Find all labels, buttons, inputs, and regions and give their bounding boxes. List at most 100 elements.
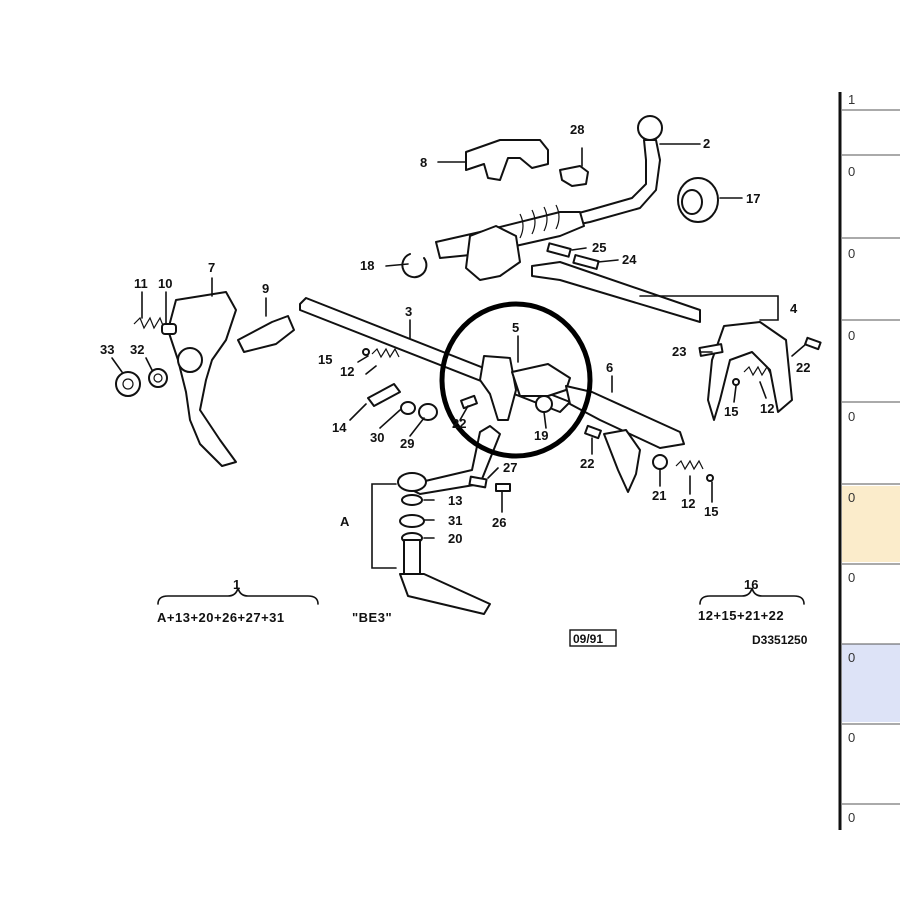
label-part-3: 3 bbox=[405, 304, 412, 319]
label-part-30: 30 bbox=[370, 430, 384, 445]
fork-assembly-left bbox=[115, 291, 295, 467]
kit-16-brace bbox=[699, 587, 805, 605]
pin-part-22c bbox=[804, 336, 822, 351]
rod-part-4 bbox=[531, 261, 701, 323]
shaft-part-A bbox=[403, 539, 421, 575]
label-part-12b: 12 bbox=[681, 496, 695, 511]
nut-part-33 bbox=[115, 371, 141, 397]
lever-base-block bbox=[465, 225, 521, 281]
label-part-8: 8 bbox=[420, 155, 427, 170]
pin-part-27 bbox=[468, 475, 488, 489]
side-table-panel: 1 0 0 0 0 0 0 0 0 0 bbox=[838, 92, 900, 830]
panel-highlight-yellow bbox=[842, 486, 900, 562]
label-part-19: 19 bbox=[534, 428, 548, 443]
spring-part-12 bbox=[371, 347, 400, 359]
panel-row-glyph: 0 bbox=[848, 810, 855, 825]
label-part-22a: 22 bbox=[452, 416, 466, 431]
panel-row-glyph: 0 bbox=[848, 328, 855, 343]
panel-row-glyph: 0 bbox=[848, 246, 855, 261]
label-part-15c: 15 bbox=[724, 404, 738, 419]
spring-part-11 bbox=[133, 316, 165, 330]
lever-arm-part-A bbox=[399, 573, 491, 615]
pin-part-25 bbox=[546, 242, 572, 258]
label-part-16: 16 bbox=[744, 577, 758, 592]
label-part-5: 5 bbox=[512, 320, 519, 335]
label-part-31: 31 bbox=[448, 513, 462, 528]
label-part-1: 1 bbox=[233, 577, 240, 592]
gear-lever-assembly bbox=[401, 115, 719, 281]
label-part-14: 14 bbox=[332, 420, 347, 435]
label-part-33: 33 bbox=[100, 342, 114, 357]
fork-rod-part-6 bbox=[565, 385, 685, 449]
kit-1-brace bbox=[157, 587, 319, 605]
label-part-32: 32 bbox=[130, 342, 144, 357]
panel-row-glyph: 0 bbox=[848, 409, 855, 424]
washer-part-30 bbox=[400, 401, 416, 415]
label-part-6: 6 bbox=[606, 360, 613, 375]
pin-part-22b bbox=[584, 424, 602, 440]
label-part-17: 17 bbox=[746, 191, 760, 206]
spring-part-12c bbox=[743, 365, 772, 377]
lever-ball bbox=[637, 115, 663, 141]
label-part-9: 9 bbox=[262, 281, 269, 296]
fork-assembly-far-right bbox=[698, 321, 822, 421]
label-part-29: 29 bbox=[400, 436, 414, 451]
panel-header-glyph: 1 bbox=[848, 92, 855, 107]
panel-row-glyph: 0 bbox=[848, 490, 855, 505]
ball-part-15 bbox=[362, 348, 370, 356]
ball-part-21 bbox=[652, 454, 668, 470]
label-part-11: 11 bbox=[134, 276, 148, 291]
label-part-12a: 12 bbox=[340, 364, 354, 379]
housing-part-8 bbox=[465, 139, 549, 181]
label-part-27: 27 bbox=[503, 460, 517, 475]
fork-part-7 bbox=[167, 291, 237, 467]
highlight-circle bbox=[439, 301, 593, 459]
label-part-22c: 22 bbox=[796, 360, 810, 375]
pin-part-22 bbox=[460, 394, 478, 410]
date-stamp: 09/91 bbox=[573, 632, 603, 646]
label-part-10: 10 bbox=[158, 276, 172, 291]
ring-part-13 bbox=[401, 494, 423, 506]
bolt-part-28 bbox=[559, 165, 589, 187]
label-part-15a: 15 bbox=[318, 352, 332, 367]
label-part-22b: 22 bbox=[580, 456, 594, 471]
pin-part-24 bbox=[572, 254, 600, 270]
label-part-2: 2 bbox=[703, 136, 710, 151]
spring-part-12b bbox=[675, 459, 704, 471]
fork-assembly-right bbox=[565, 385, 714, 493]
gearbox-code: "BE3" bbox=[352, 610, 392, 625]
kit-1-contents: A+13+20+26+27+31 bbox=[157, 610, 285, 625]
assembly-A bbox=[371, 425, 511, 615]
selector-part-5 bbox=[479, 355, 571, 421]
label-part-23: 23 bbox=[672, 344, 686, 359]
pin-part-10 bbox=[161, 323, 177, 335]
panel-row-glyph: 0 bbox=[848, 570, 855, 585]
fork-part-far-right bbox=[707, 321, 793, 421]
part-labels: 2 28 8 17 25 24 18 7 9 11 10 3 4 5 33 32… bbox=[100, 122, 810, 592]
lever-part-14 bbox=[367, 383, 401, 407]
panel-row-glyph: 0 bbox=[848, 730, 855, 745]
circlip-part-18 bbox=[401, 253, 428, 279]
selector-finger-part-5 bbox=[479, 355, 517, 421]
label-part-4: 4 bbox=[790, 301, 798, 316]
shaft-part-9 bbox=[237, 315, 295, 353]
detent-parts-center bbox=[362, 347, 478, 421]
ball-part-15c bbox=[732, 378, 740, 386]
label-part-26: 26 bbox=[492, 515, 506, 530]
panel-row-glyph: 0 bbox=[848, 164, 855, 179]
label-part-A: A bbox=[340, 514, 350, 529]
panel-row-glyph: 0 bbox=[848, 650, 855, 665]
washer-part-31 bbox=[399, 514, 425, 528]
pin-part-19 bbox=[535, 395, 553, 413]
selector-rod-4 bbox=[531, 242, 779, 323]
label-part-25: 25 bbox=[592, 240, 606, 255]
kit-16-contents: 12+15+21+22 bbox=[698, 608, 784, 623]
label-part-18: 18 bbox=[360, 258, 374, 273]
label-part-12c: 12 bbox=[760, 401, 774, 416]
panel-highlight-blue bbox=[842, 644, 900, 722]
ball-part-15b bbox=[706, 474, 714, 482]
washer-part-32 bbox=[148, 368, 168, 388]
label-part-7: 7 bbox=[208, 260, 215, 275]
date-stamp-box bbox=[569, 629, 617, 647]
